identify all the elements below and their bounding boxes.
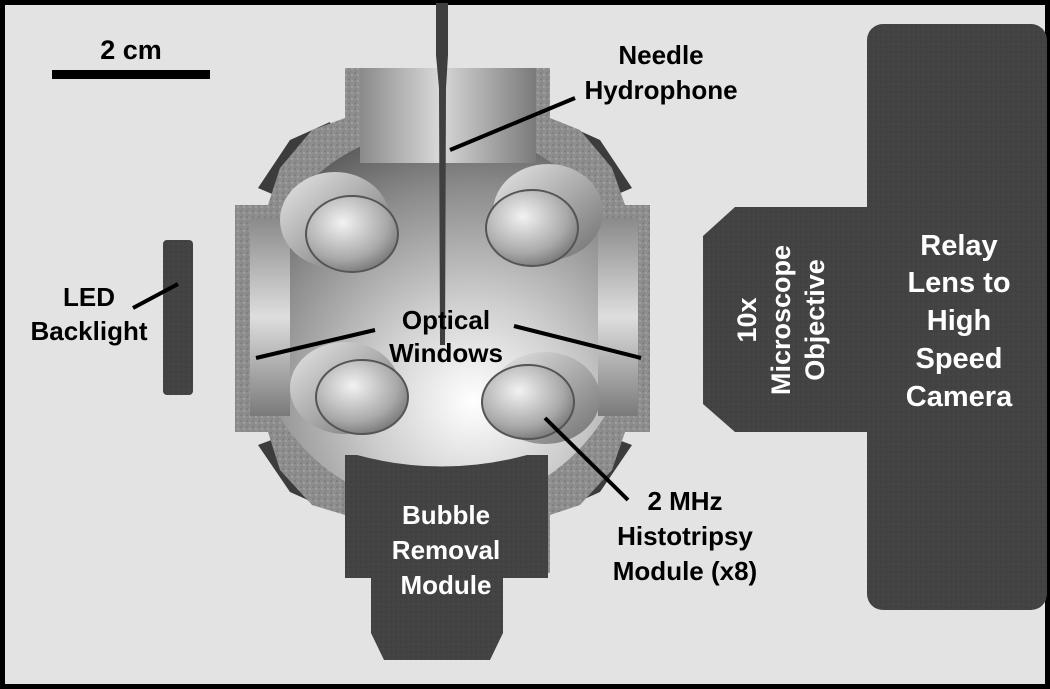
histotripsy-module-leader [543, 416, 630, 502]
optical-windows-leader-left [255, 328, 376, 360]
right-port-tube [598, 218, 638, 416]
needle-hydrophone [436, 3, 448, 345]
histotripsy-transducer-lower-right [481, 352, 600, 444]
microscope-objective-label-line-3: Objective [800, 259, 830, 381]
bubble-removal-label-line-2: Removal [392, 535, 500, 565]
relay-lens-body [867, 24, 1047, 610]
led-backlight-panel [163, 240, 193, 395]
scale-bar-line [52, 70, 210, 79]
chamber-assembly [235, 3, 650, 660]
histotripsy-transducer-upper-left [280, 172, 399, 273]
relay-lens-block: Relay Lens to High Speed Camera [867, 24, 1047, 610]
microscope-objective-block: 10x Microscope Objective [703, 207, 868, 432]
led-backlight-label-line-2: Backlight [30, 316, 147, 346]
bubble-removal-module-body [345, 455, 548, 660]
relay-lens-label-line-1: Relay [920, 230, 997, 262]
needle-hydrophone-leader [449, 96, 576, 152]
optical-windows-label-line-2: Windows [389, 338, 503, 368]
led-backlight-leader [132, 282, 179, 310]
relay-lens-label-line-2: Lens to [907, 267, 1010, 299]
top-port-tube [360, 68, 536, 163]
leader-lines [132, 96, 642, 502]
relay-lens-label-line-5: Camera [906, 381, 1013, 413]
led-backlight-label-line-1: LED [63, 282, 115, 312]
needle-hydrophone-label-line-2: Hydrophone [584, 75, 737, 105]
optical-windows-label-line-1: Optical [402, 305, 490, 335]
relay-lens-label-line-3: High [927, 305, 991, 337]
bubble-removal-label-line-1: Bubble [402, 500, 490, 530]
histotripsy-module-label-line-1: 2 MHz [647, 486, 722, 516]
scale-bar-label: 2 cm [100, 35, 162, 65]
histotripsy-transducer-lower-left [290, 342, 409, 435]
relay-lens-label-line-4: Speed [915, 343, 1002, 375]
microscope-objective-body [703, 207, 868, 432]
needle-hydrophone-label-line-1: Needle [618, 40, 703, 70]
microscope-objective-label-line-2: Microscope [766, 245, 796, 395]
scale-bar: 2 cm [52, 35, 210, 79]
microscope-objective-label-line-1: 10x [732, 297, 762, 342]
histotripsy-module-label-line-3: Module (x8) [613, 556, 757, 586]
histotripsy-module-label-line-2: Histotripsy [617, 521, 753, 551]
bubble-removal-label-line-3: Module [401, 570, 492, 600]
optical-windows-leader-right [513, 324, 642, 360]
histotripsy-transducer-upper-right [485, 164, 603, 267]
left-port-tube [250, 218, 290, 416]
